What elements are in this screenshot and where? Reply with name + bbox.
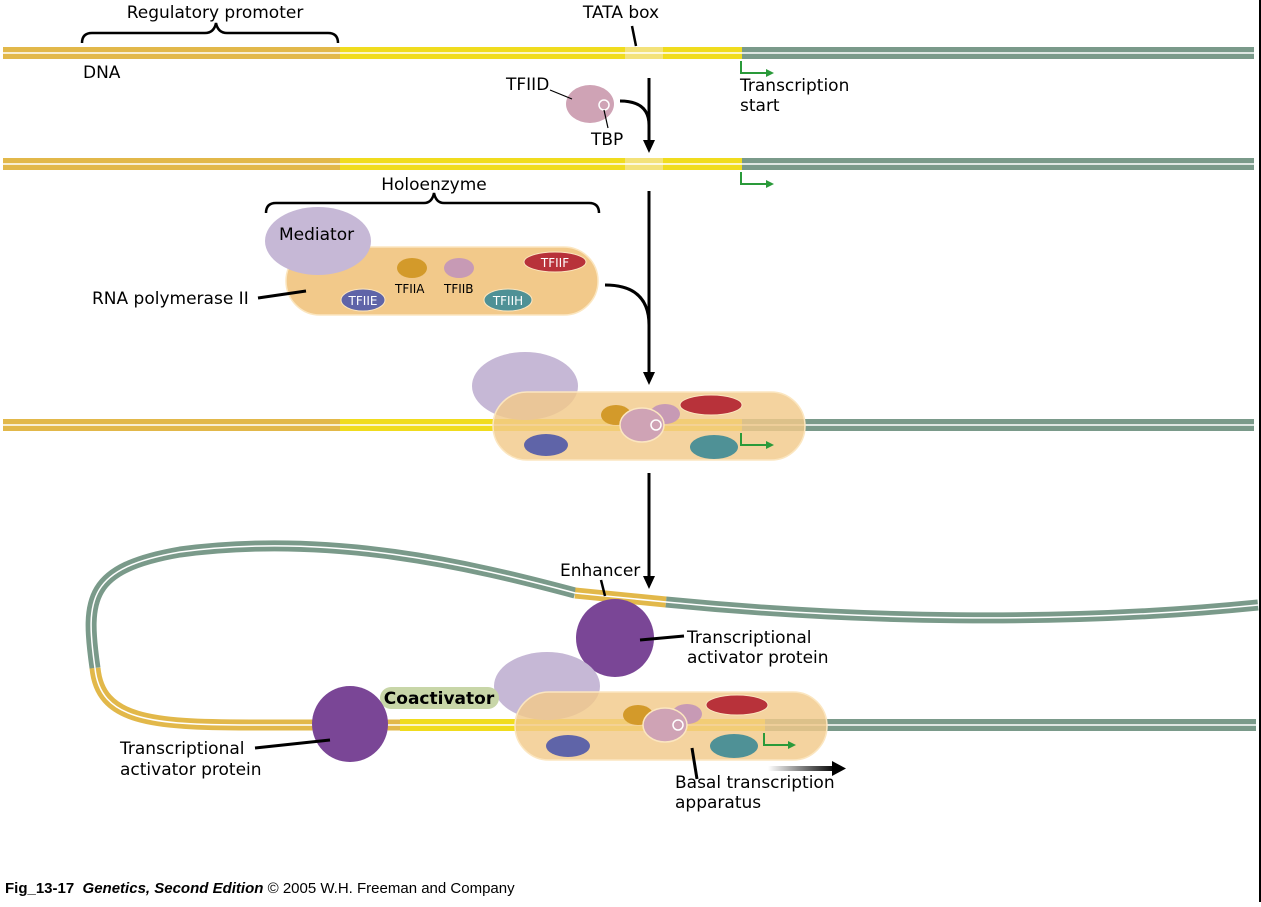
activator-left-label-1: Transcriptional [119,739,244,759]
enhancer-label: Enhancer [560,561,640,581]
assembly-arrow-1 [619,78,655,153]
tata-box-pointer [630,25,638,47]
transcription-start-arrow [740,61,774,77]
tfiih-label: TFIIH [492,294,523,308]
rna-polymerase-ii-label: RNA polymerase II [92,289,249,309]
book-title: Genetics, Second Edition [82,880,264,897]
right-border [1259,0,1261,902]
transcription-start-label-1: Transcription [739,76,849,96]
activator-protein-enhancer [576,599,654,677]
regulatory-promoter-label: Regulatory promoter [127,3,304,23]
activator-left-label-2: activator protein [120,760,262,780]
tfiia-label: TFIIA [394,282,425,296]
assembly-arrow-3 [643,473,655,589]
tfiie-protein [340,288,386,312]
tfiid-protein [566,85,614,123]
tfiih-bound [690,435,738,459]
activator-right-label-2: activator protein [687,648,829,668]
tfiif-protein [523,251,587,273]
tfiif-label: TFIIF [540,256,569,270]
transcription-start-arrow-row4 [763,733,796,749]
dna-strand-row1 [3,47,1254,59]
coactivator-protein [380,687,499,709]
regulatory-promoter-brace [80,22,340,44]
tfiid-bound [619,407,665,443]
tfiif-bound [679,394,743,416]
tfiid-label: TFIID [505,75,549,95]
tfiih-protein [483,288,533,312]
transcription-direction-arrow [768,761,846,776]
transcription-start-label-2: start [740,96,780,116]
tbp-bound [650,419,662,431]
mediator-label: Mediator [279,225,354,245]
holoenzyme-brace [264,192,601,214]
dna-label: DNA [83,63,121,83]
figure-caption: Fig_13-17 Genetics, Second Edition © 200… [5,880,515,897]
looped-dna [85,540,1259,731]
tfiie-label: TFIIE [348,294,378,308]
tfiib-protein [444,258,474,278]
preinitiation-complex [472,352,806,461]
tata-box-label: TATA box [582,3,659,23]
figure-number: Fig_13-17 [5,880,75,897]
assembly-arrow-2 [604,191,655,385]
tfiib-label: TFIIB [443,282,474,296]
coactivator-label: Coactivator [384,689,495,709]
activator-protein-promoter [312,686,388,762]
holoenzyme-complex [265,207,599,316]
tfiia-protein [397,258,427,278]
tfiie-bound [524,434,568,456]
copyright-text: © 2005 W.H. Freeman and Company [267,880,515,897]
activator-right-label-1: Transcriptional [686,628,811,648]
dna-strand-row2 [3,158,1254,170]
tbp-subunit [598,99,610,111]
holoenzyme-label: Holoenzyme [381,175,487,195]
transcription-start-arrow-row3 [740,433,774,449]
basal-transcription-apparatus [494,652,828,761]
basal-apparatus-label-1: Basal transcription [675,773,835,793]
mediator-complex [265,207,371,275]
tbp-label: TBP [590,130,623,150]
transcription-start-arrow-row2 [740,172,774,188]
basal-apparatus-label-2: apparatus [675,793,761,813]
